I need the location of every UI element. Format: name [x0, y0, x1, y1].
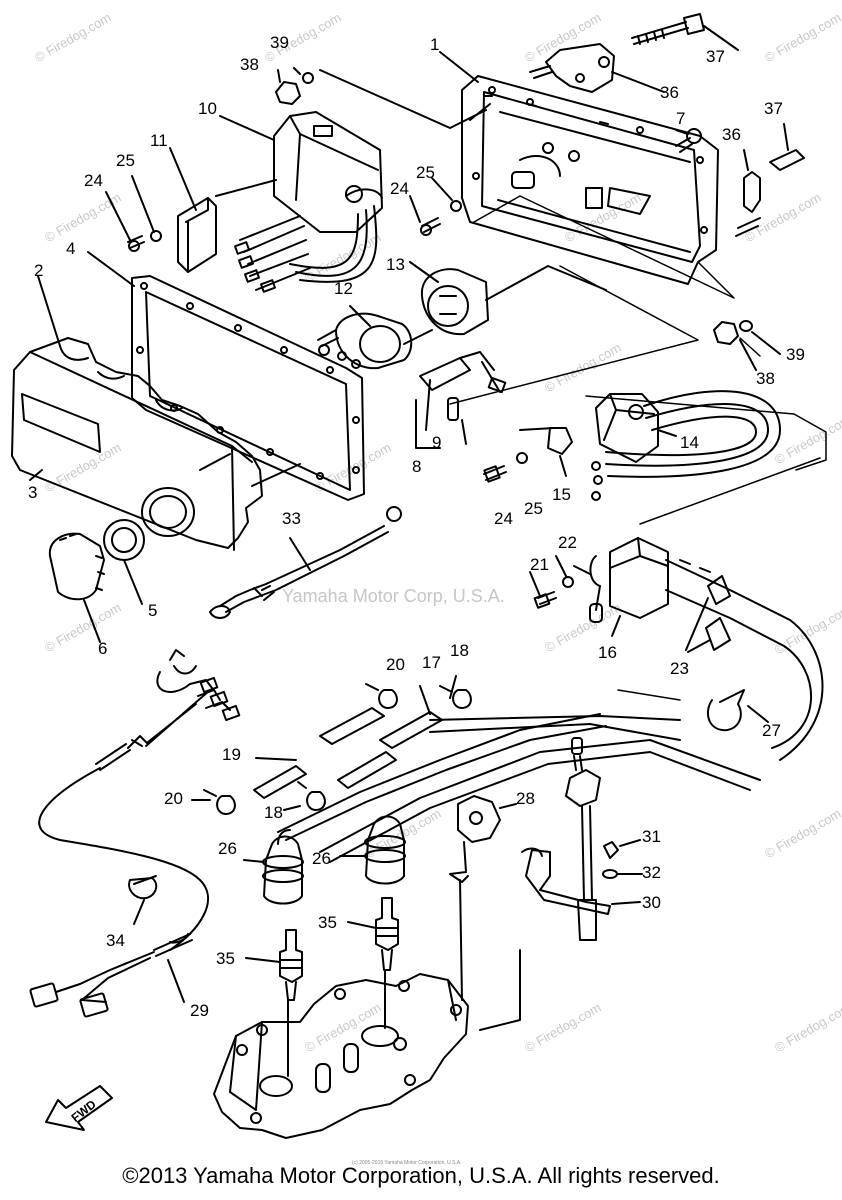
callout-17: 17 [422, 653, 441, 672]
callout-37-b: 37 [764, 99, 783, 118]
guide-lines [450, 196, 826, 700]
cap-part-6 [50, 534, 104, 642]
callout-2: 2 [34, 261, 44, 280]
callout-25-a: 25 [116, 151, 135, 170]
callout-26-a: 26 [218, 839, 237, 858]
clip-part-15 [484, 428, 572, 482]
bolt-washer-center [410, 178, 461, 235]
callout-37: 37 [706, 47, 725, 66]
screw-part-7 [676, 129, 701, 152]
callout-5: 5 [148, 601, 158, 620]
ignition-coil-part-16 [574, 538, 823, 760]
callout-24-c: 24 [494, 509, 513, 528]
starter-relay-part-12 [318, 306, 432, 368]
callout-24-b: 24 [390, 179, 409, 198]
fuse-holder-part-11 [170, 148, 216, 272]
bolt-part-37b [770, 124, 804, 170]
bolt-part-37 [632, 14, 738, 50]
callout-39-b: 39 [786, 345, 805, 364]
callout-20-b: 20 [164, 789, 183, 808]
leader-1 [440, 52, 478, 82]
gasket-part-4 [88, 252, 364, 500]
nut-washer-right [714, 321, 780, 370]
grommet-part-5 [104, 520, 144, 604]
callout-28: 28 [516, 789, 535, 808]
callout-4: 4 [66, 239, 76, 258]
sensor-bracket-30-32 [522, 738, 642, 940]
nut-washer-top [276, 68, 486, 128]
electrical-box-part-1 [462, 76, 718, 284]
callout-9: 9 [432, 433, 442, 452]
connector-part-8-9 [416, 352, 505, 448]
tiny-credit: (c) 2005-2015 Yamaha Motor Corporation, … [352, 1160, 462, 1166]
box-part-14 [592, 391, 780, 500]
callout-20-a: 20 [386, 655, 405, 674]
callout-30: 30 [642, 893, 661, 912]
callout-25-b: 25 [416, 163, 435, 182]
callout-24-a: 24 [84, 171, 103, 190]
callout-7: 7 [676, 109, 686, 128]
bracket-part-36 [530, 44, 664, 92]
plug-leads-17-19 [254, 676, 760, 862]
callout-21: 21 [530, 555, 549, 574]
callout-38-b: 38 [756, 369, 775, 388]
callout-11: 11 [150, 131, 168, 150]
hose-clamps-18-20 [192, 684, 471, 814]
callout-38: 38 [240, 55, 259, 74]
cable-part-33 [210, 507, 401, 618]
callout-3: 3 [28, 483, 38, 502]
cover-part-2 [12, 276, 300, 550]
bracket-part-28 [450, 796, 516, 882]
callout-33: 33 [282, 509, 301, 528]
callout-32: 32 [642, 863, 661, 882]
mid-credit-watermark: Yamaha Motor Corp, U.S.A. [282, 586, 505, 606]
callout-13: 13 [386, 255, 405, 274]
callout-1: 1 [430, 35, 440, 54]
callout-23: 23 [670, 659, 689, 678]
callout-35-b: 35 [216, 949, 235, 968]
callout-39: 39 [270, 33, 289, 52]
callout-15: 15 [552, 485, 571, 504]
callout-27: 27 [762, 721, 781, 740]
spark-plugs-35 [246, 898, 398, 1000]
clamp-part-27 [708, 690, 768, 730]
callout-8: 8 [412, 457, 422, 476]
callout-26-b: 26 [312, 849, 331, 868]
callout-10: 10 [198, 99, 217, 118]
sleeve-part-13 [410, 262, 606, 334]
copyright-notice: ©2013 Yamaha Motor Corporation, U.S.A. A… [122, 1163, 720, 1188]
callout-36: 36 [660, 83, 679, 102]
callout-12: 12 [334, 279, 353, 298]
spark-plug-caps-26 [244, 817, 405, 904]
wire-harness-29-34 [30, 650, 239, 1017]
callout-29: 29 [190, 1001, 209, 1020]
callout-18-b: 18 [264, 803, 283, 822]
callout-25-c: 25 [524, 499, 543, 518]
cdi-unit-part-10 [216, 112, 382, 292]
bracket-part-36b [736, 150, 760, 236]
bolt-washer-left [106, 176, 161, 251]
callout-31: 31 [642, 827, 661, 846]
grommet-part-23 [686, 576, 730, 652]
bolt-part-21-22 [530, 556, 573, 608]
callout-35-a: 35 [318, 913, 337, 932]
callout-14: 14 [680, 433, 699, 452]
cylinder-head [214, 880, 520, 1138]
callout-16: 16 [598, 643, 617, 662]
callout-6: 6 [98, 639, 108, 658]
callout-19: 19 [222, 745, 241, 764]
callout-34: 34 [106, 931, 125, 950]
callout-18-a: 18 [450, 641, 469, 660]
callout-22: 22 [558, 533, 577, 552]
callout-36-b: 36 [722, 125, 741, 144]
fwd-arrow [46, 1086, 112, 1130]
